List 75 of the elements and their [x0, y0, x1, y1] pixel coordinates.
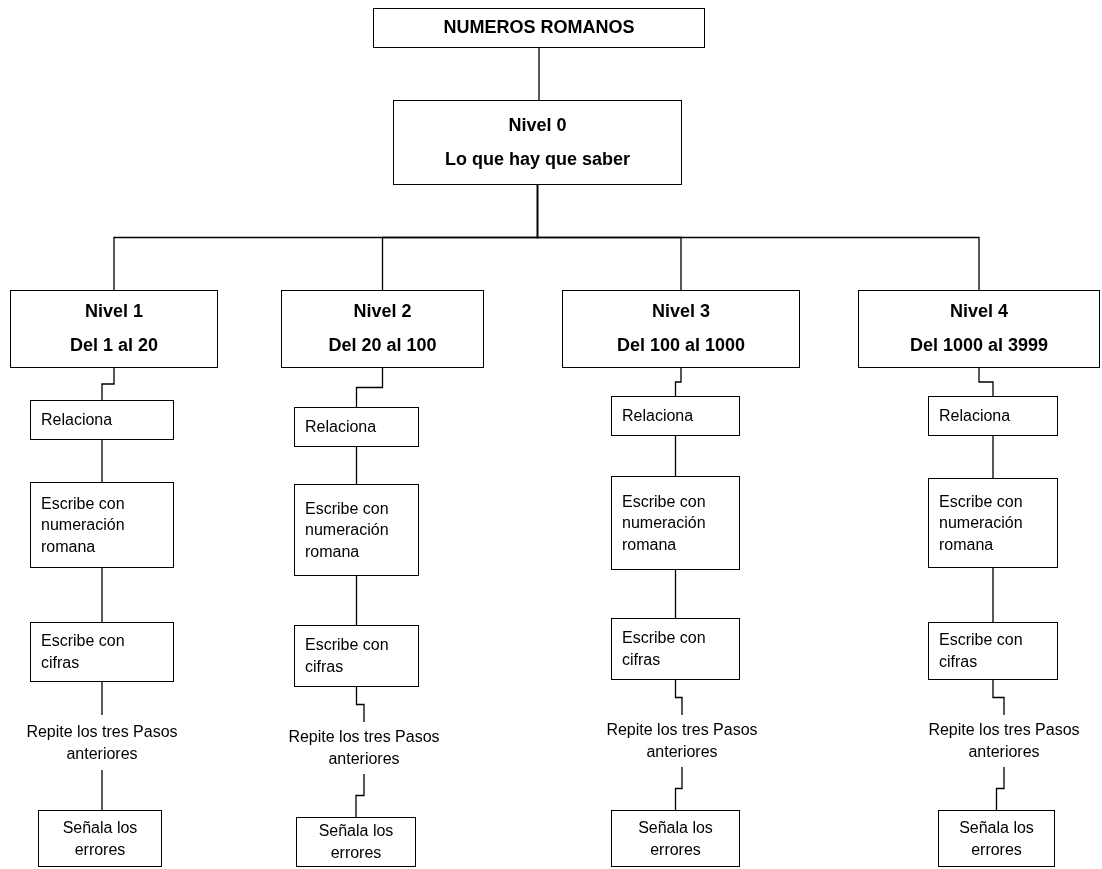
connector-line: [674, 367, 682, 397]
title-box: [373, 8, 705, 48]
connector-line: [995, 766, 1005, 811]
step-text: Relaciona: [939, 406, 1011, 427]
connector-line: [355, 686, 365, 723]
level-box: [562, 290, 800, 368]
step-text: Relaciona: [41, 410, 113, 431]
connector-line: [101, 681, 103, 716]
step-box: [38, 810, 162, 867]
connector-line: [674, 679, 683, 716]
heading-text: Del 100 al 1000: [616, 335, 746, 357]
step-text: Señala los errores: [958, 817, 1035, 860]
step-text: Señala los errores: [61, 817, 139, 860]
heading-text: Nivel 1: [84, 301, 143, 323]
level-box: [393, 100, 682, 185]
step-text: Señala los errores: [637, 817, 714, 860]
heading-text: Del 20 al 100: [328, 335, 437, 357]
connector-line: [992, 679, 1005, 716]
connector-line: [101, 367, 115, 401]
connector-line: [355, 773, 365, 818]
connector-line: [355, 367, 384, 408]
connector-line: [992, 567, 994, 623]
step-text: Repite los tres Pasos anteriores: [14, 715, 190, 770]
step-text: Escribe con numeración romana: [305, 498, 390, 562]
connector-line: [536, 184, 980, 291]
connector-line: [674, 435, 677, 477]
connector-line: [101, 567, 103, 623]
heading-text: Del 1 al 20: [69, 335, 159, 357]
level-box: [858, 290, 1100, 368]
step-text: Repite los tres Pasos anteriores: [276, 722, 452, 774]
heading-text: NUMEROS ROMANOS: [443, 17, 635, 39]
step-text: Escribe con cifras: [41, 631, 126, 673]
step-box: [611, 810, 740, 867]
connector-line: [992, 435, 994, 479]
level-box: [281, 290, 484, 368]
connector-line: [101, 769, 103, 811]
step-box: [928, 396, 1058, 436]
step-box: [611, 476, 740, 570]
level-box: [10, 290, 218, 368]
step-box: [294, 407, 419, 447]
heading-text: Nivel 2: [353, 301, 412, 323]
step-box: [296, 817, 416, 867]
step-text: Relaciona: [305, 417, 377, 438]
step-box: [928, 622, 1058, 680]
connector-line: [101, 439, 103, 483]
connector-line: [355, 446, 358, 485]
step-text: Escribe con numeración romana: [41, 493, 126, 557]
connector-line: [674, 569, 677, 619]
heading-text: Nivel 0: [508, 114, 567, 137]
heading-text: Nivel 3: [651, 301, 710, 323]
connector-line: [538, 47, 540, 101]
step-box: [294, 625, 419, 687]
step-text: Escribe con numeración romana: [939, 491, 1024, 555]
connector-line: [978, 367, 994, 397]
step-text: Relaciona: [622, 406, 694, 427]
step-box: [30, 482, 174, 568]
step-box: [294, 484, 419, 576]
step-text: Escribe con cifras: [622, 628, 707, 670]
step-text: Escribe con cifras: [939, 630, 1024, 672]
connector-line: [674, 766, 683, 811]
connector-line: [355, 575, 358, 626]
heading-text: Nivel 4: [949, 301, 1008, 323]
step-box: [938, 810, 1055, 867]
heading-text: Lo que hay que saber: [444, 148, 630, 171]
step-box: [611, 396, 740, 436]
step-box: [30, 622, 174, 682]
step-text: Escribe con numeración romana: [622, 491, 707, 555]
step-text: Escribe con cifras: [305, 635, 390, 677]
step-text: Repite los tres Pasos anteriores: [594, 715, 770, 767]
step-box: [928, 478, 1058, 568]
step-text: Repite los tres Pasos anteriores: [916, 715, 1092, 767]
step-box: [30, 400, 174, 440]
heading-text: Del 1000 al 3999: [909, 335, 1049, 357]
step-text: Señala los errores: [317, 821, 395, 863]
step-box: [611, 618, 740, 680]
